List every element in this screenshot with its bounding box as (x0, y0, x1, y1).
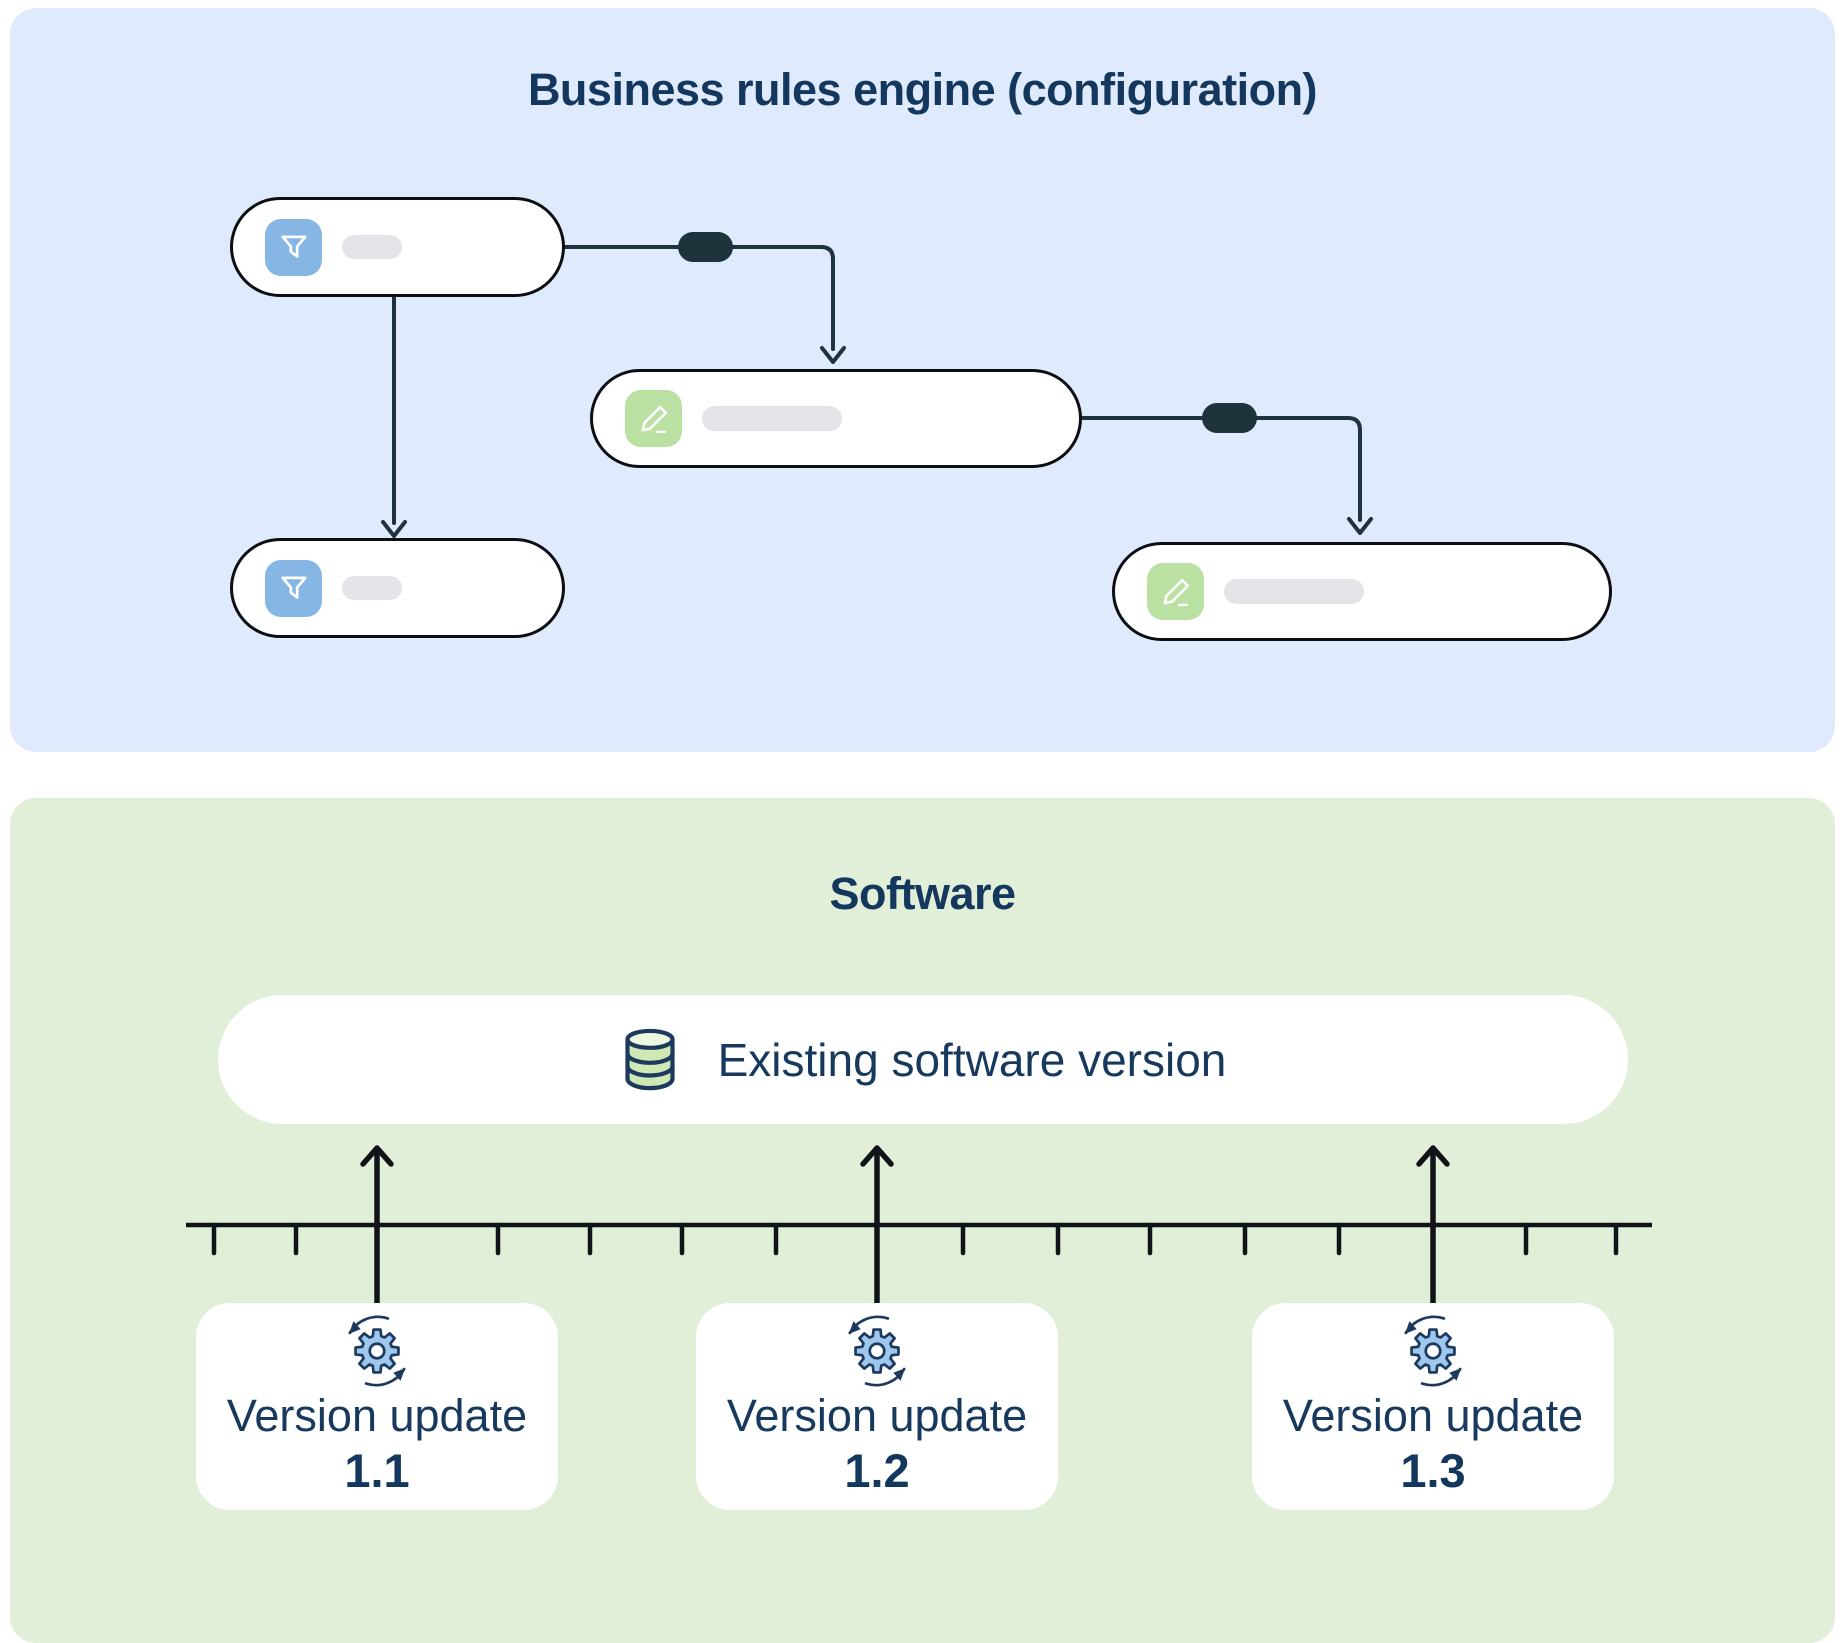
pencil-icon (1147, 563, 1204, 620)
filter-node-top (230, 197, 565, 297)
filter-icon (265, 218, 322, 276)
version-card-1-3: Version update 1.3 (1252, 1303, 1614, 1510)
gear-sync-icon (839, 1313, 915, 1389)
version-card-1-1: Version update 1.1 (196, 1303, 558, 1510)
business-rules-panel: Business rules engine (configuration) (10, 8, 1835, 752)
text-placeholder (702, 406, 842, 431)
text-placeholder (1224, 579, 1364, 604)
filter-icon (265, 559, 322, 617)
edit-node-middle (590, 369, 1082, 468)
gear-sync-icon (339, 1313, 415, 1389)
dark-link-pill (678, 232, 733, 262)
gear-sync-icon (1395, 1313, 1471, 1389)
pencil-icon (625, 390, 682, 447)
business-rules-title: Business rules engine (configuration) (527, 64, 1318, 115)
version-update-label: Version update (1282, 1390, 1584, 1441)
existing-software-version-label: Existing software version (717, 1033, 1227, 1086)
text-placeholder (342, 576, 402, 600)
version-number: 1.3 (1400, 1443, 1466, 1497)
version-update-label: Version update (226, 1390, 528, 1441)
software-title: Software (829, 868, 1016, 919)
version-number: 1.1 (344, 1443, 410, 1497)
filter-node-bottom (230, 538, 565, 638)
version-card-1-2: Version update 1.2 (696, 1303, 1058, 1510)
timeline-ruler-svg (186, 1145, 1652, 1306)
existing-software-version-pill: Existing software version (218, 995, 1628, 1124)
software-panel: Software Existing software version (10, 798, 1835, 1643)
version-number: 1.2 (844, 1443, 910, 1497)
database-icon (620, 1027, 680, 1093)
text-placeholder (342, 235, 402, 259)
version-update-label: Version update (726, 1390, 1028, 1441)
edit-node-bottom (1112, 542, 1612, 641)
dark-link-pill (1202, 403, 1257, 433)
